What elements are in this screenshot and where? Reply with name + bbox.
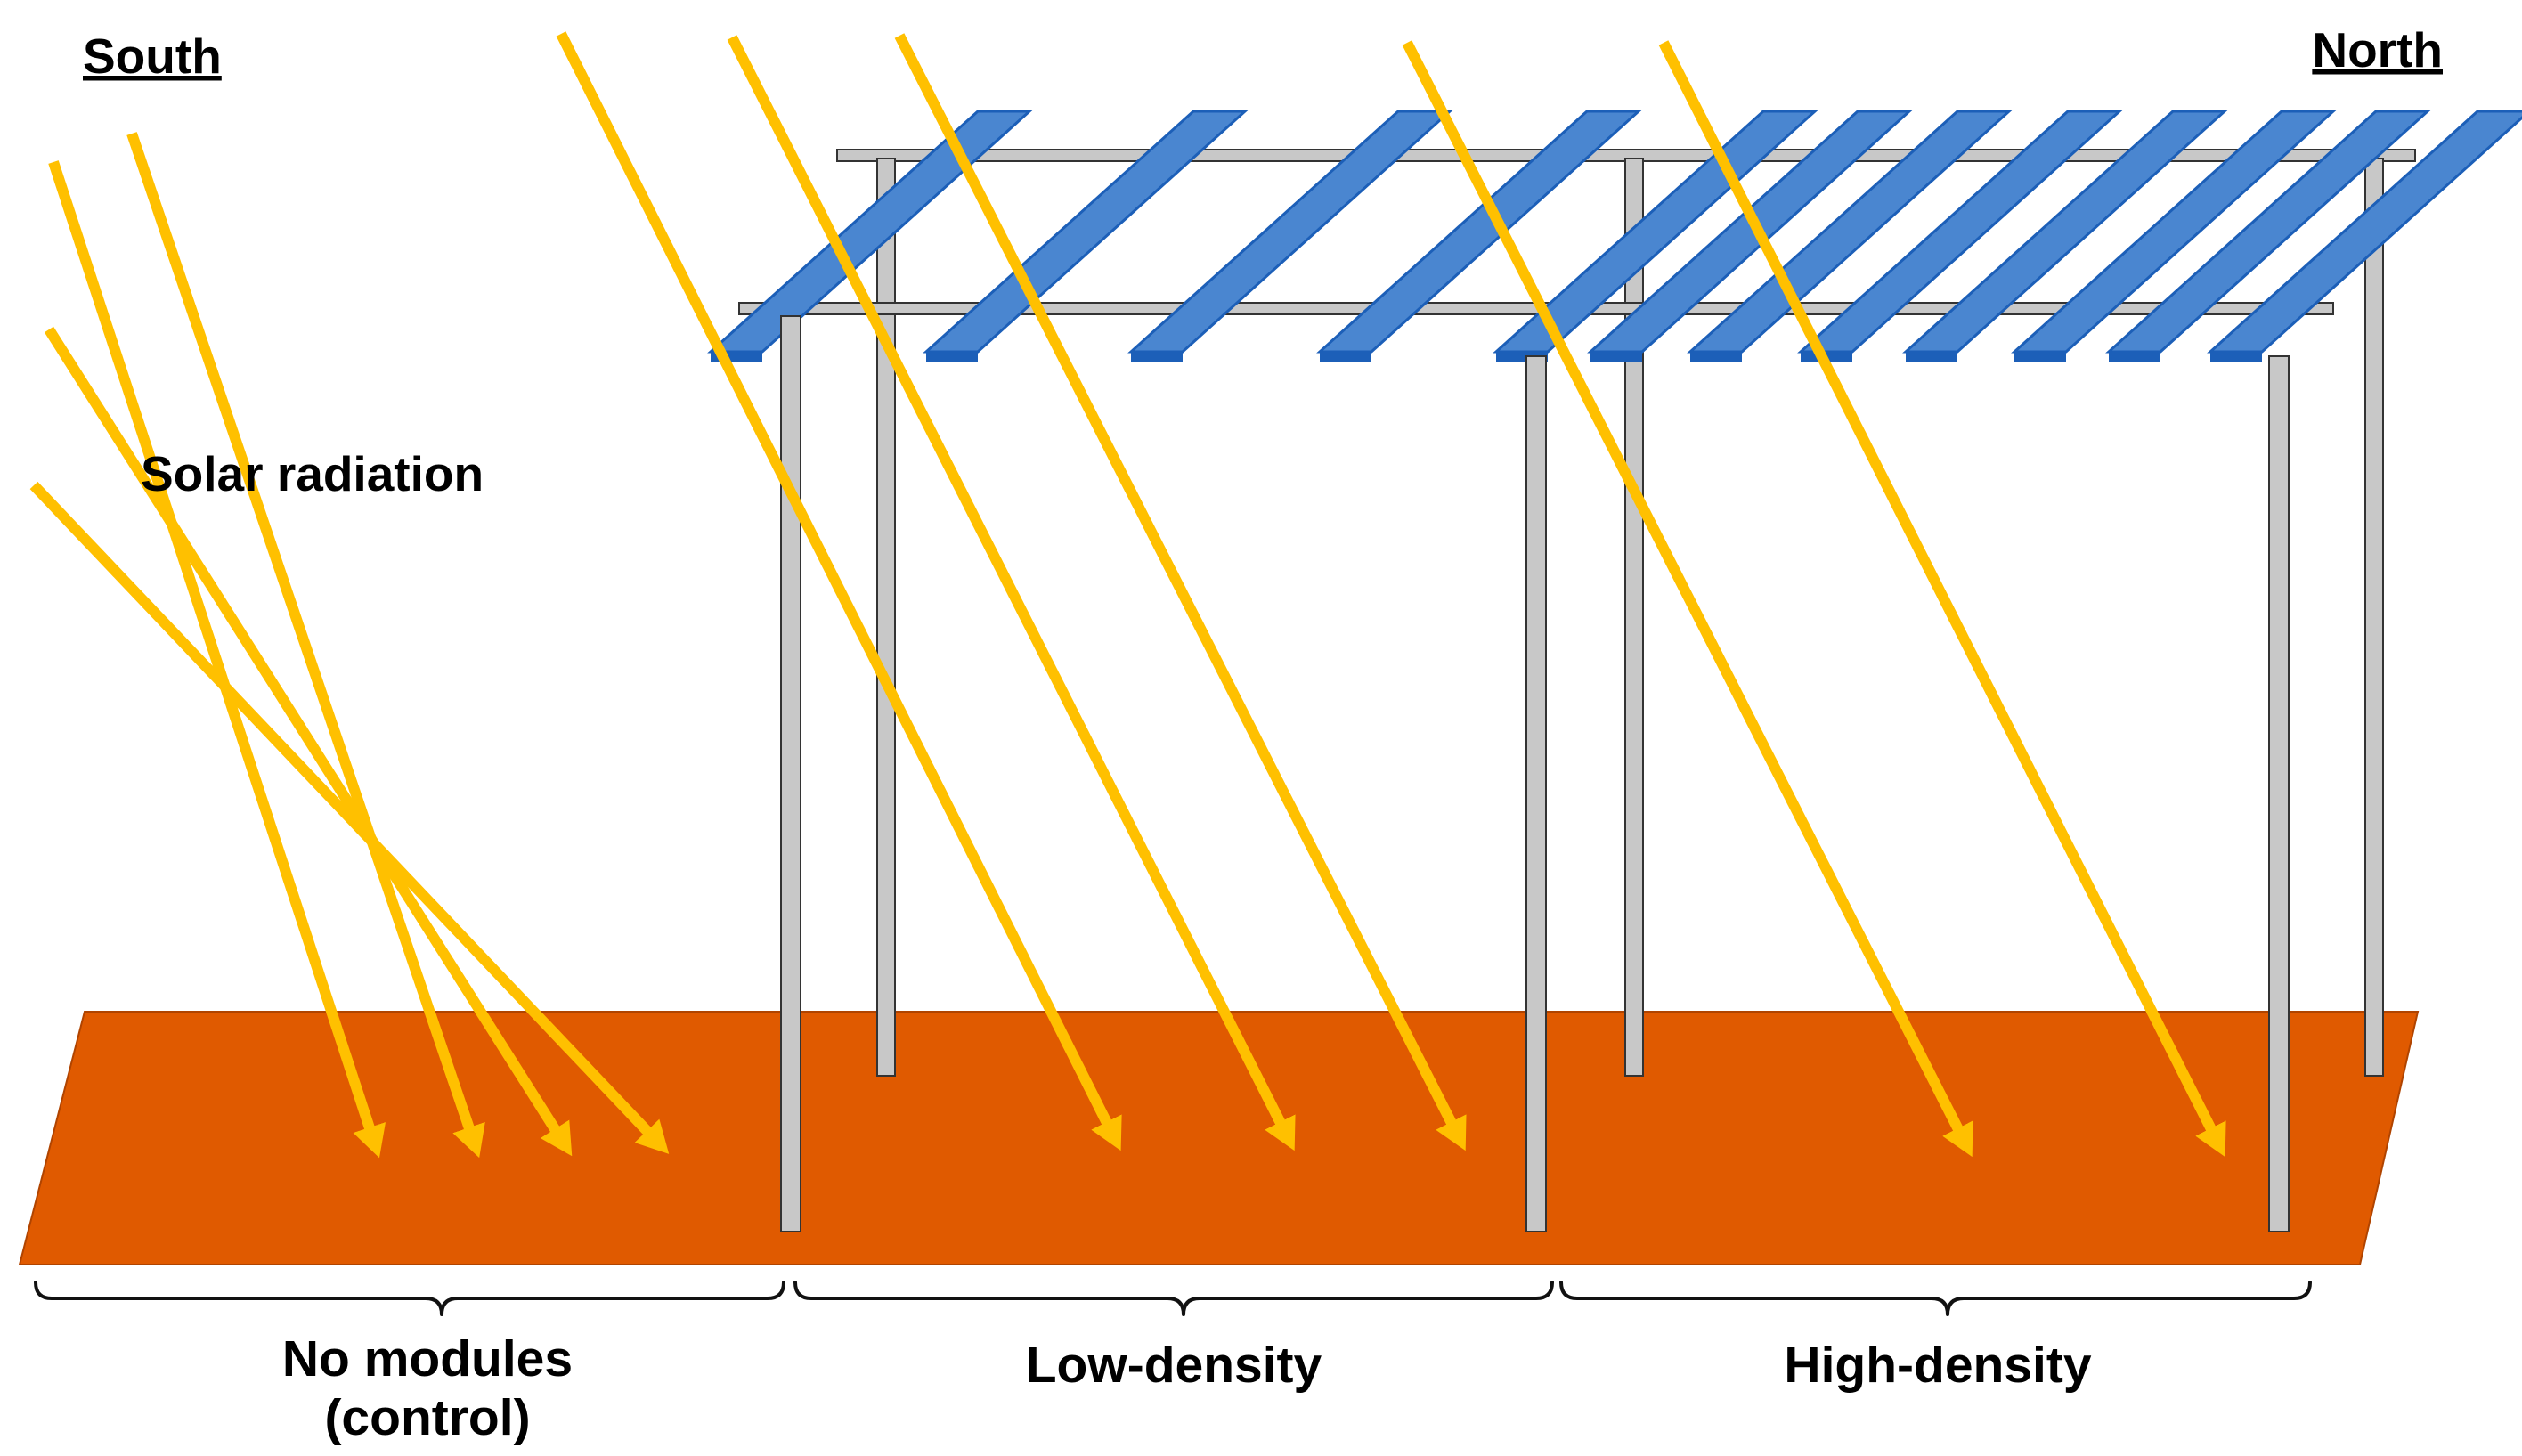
solar-ray-arrow — [126, 132, 485, 1159]
label-north: North — [2312, 22, 2443, 77]
back-post — [876, 158, 896, 1077]
solar-ray-arrow — [556, 31, 1122, 1151]
solar-ray-arrow — [894, 33, 1467, 1151]
solar-ray-arrow — [727, 35, 1296, 1151]
zone-label-high-density: High-density — [1784, 1337, 2091, 1394]
solar-ray-arrow — [1658, 40, 2226, 1158]
zone-label-control-line2: (control) — [324, 1389, 530, 1446]
solar-ray-arrow — [1402, 40, 1973, 1158]
ground-field — [18, 1011, 2420, 1265]
zone-braces — [34, 1281, 2312, 1316]
front-post — [1525, 355, 1547, 1232]
zone-label-low-density: Low-density — [1026, 1337, 1322, 1394]
back-frame — [836, 149, 2416, 1077]
front-post — [2268, 355, 2290, 1232]
zone-label-control-line1: No modules — [282, 1330, 573, 1387]
solar-panel-edge — [1690, 352, 1742, 362]
solar-panel-edge — [2014, 352, 2066, 362]
solar-ray-arrow — [48, 160, 386, 1159]
back-post — [2364, 158, 2384, 1077]
back-post — [1624, 158, 1644, 1077]
label-south: South — [83, 28, 222, 84]
front-post — [780, 315, 801, 1232]
solar-panels — [707, 110, 2522, 362]
front-frame — [780, 315, 2290, 1232]
solar-panel-edge — [1590, 352, 1642, 362]
solar-panel-edge — [2109, 352, 2160, 362]
solar-panel-edge — [926, 352, 978, 362]
brace-low-density — [793, 1281, 1554, 1316]
solar-panel-edge — [2210, 352, 2262, 362]
label-solar-radiation: Solar radiation — [141, 446, 484, 501]
solar-panel-edge — [1906, 352, 1957, 362]
solar-panel-edge — [1320, 352, 1371, 362]
solar-ray-arrow — [44, 326, 573, 1157]
brace-high-density — [1559, 1281, 2312, 1316]
solar-ray-arrow — [29, 481, 670, 1154]
solar-panel-edge — [1131, 352, 1183, 362]
brace-control — [34, 1281, 785, 1316]
solar-rays — [29, 31, 2226, 1159]
